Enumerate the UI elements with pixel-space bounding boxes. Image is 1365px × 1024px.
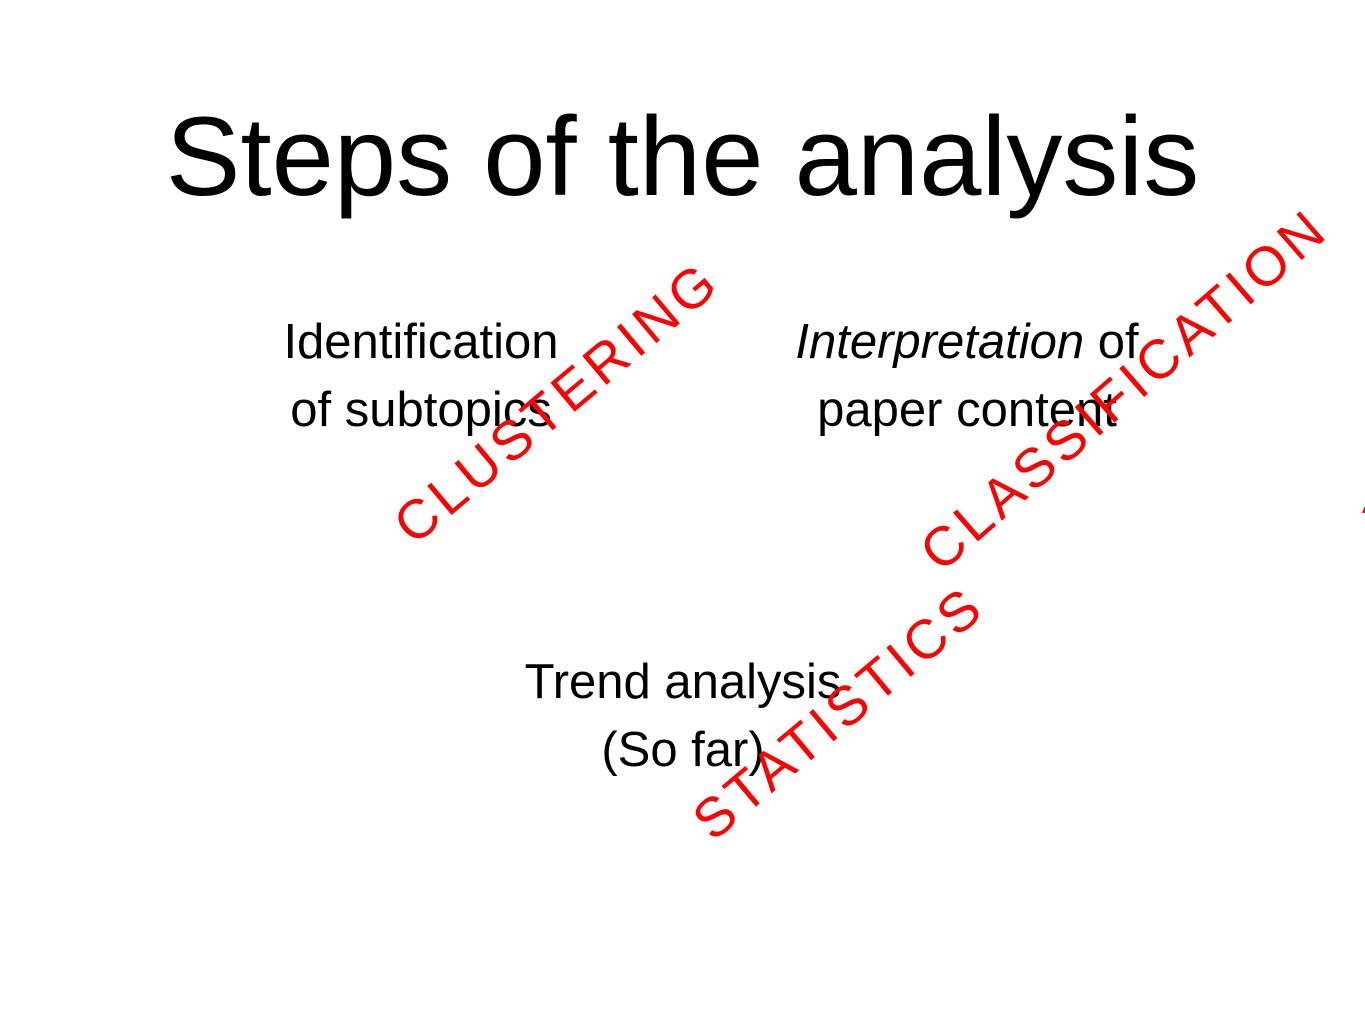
stamp-partial-offscreen — [1359, 483, 1365, 513]
step-line: (So far) — [601, 723, 765, 777]
step-line: paper content — [817, 383, 1117, 437]
step-trend-analysis: Trend analysis (So far) — [458, 648, 908, 784]
step-line-emphasis: Interpretation — [795, 315, 1085, 369]
step-line-rest: of — [1084, 315, 1139, 369]
step-line: Identification — [283, 315, 559, 369]
slide-title: Steps of the analysis — [165, 94, 1200, 219]
stamp-fragment-glyph — [1362, 506, 1365, 513]
step-line: of subtopics — [290, 383, 552, 437]
step-identification-of-subtopics: Identification of subtopics — [196, 308, 646, 444]
step-line: Trend analysis — [524, 655, 842, 709]
step-interpretation-of-paper-content: Interpretation of paper content — [742, 308, 1192, 444]
step-line: Interpretation of — [742, 308, 1192, 376]
